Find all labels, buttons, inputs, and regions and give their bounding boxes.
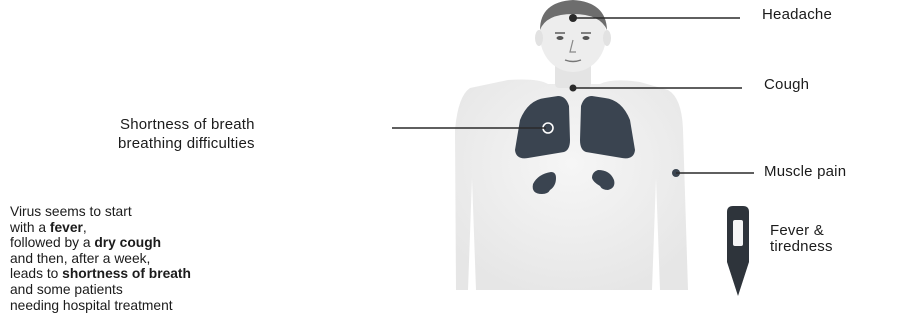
- cough-label: Cough: [764, 76, 809, 93]
- description-line: and then, after a week,: [10, 251, 191, 267]
- breath-label-line1: Shortness of breath: [118, 115, 255, 134]
- description-line: with a fever,: [10, 220, 191, 236]
- description-segment: Virus seems to start: [10, 204, 132, 219]
- fever-label: Fever & tiredness: [770, 223, 833, 255]
- muscle-pain-label: Muscle pain: [764, 163, 846, 180]
- breath-label: Shortness of breath breathing difficulti…: [118, 115, 255, 153]
- description-emphasis: dry cough: [94, 235, 161, 250]
- description-segment: needing hospital treatment: [10, 298, 173, 313]
- description-emphasis: shortness of breath: [62, 266, 191, 281]
- description-line: followed by a dry cough: [10, 235, 191, 251]
- description-segment: with a: [10, 220, 50, 235]
- human-figure: [455, 0, 688, 290]
- torso: [455, 80, 688, 291]
- headache-label: Headache: [762, 6, 832, 23]
- fever-label-line1: Fever &: [770, 223, 833, 239]
- description-segment: and then, after a week,: [10, 251, 150, 266]
- description-line: needing hospital treatment: [10, 298, 191, 314]
- description-line: and some patients: [10, 282, 191, 298]
- thermometer-icon: [727, 206, 749, 296]
- description-segment: and some patients: [10, 282, 123, 297]
- breath-label-line2: breathing difficulties: [118, 134, 255, 153]
- description-segment: followed by a: [10, 235, 94, 250]
- description-line: leads to shortness of breath: [10, 266, 191, 282]
- description-segment: ,: [83, 220, 87, 235]
- description-emphasis: fever: [50, 220, 83, 235]
- fever-label-line2: tiredness: [770, 239, 833, 255]
- description-segment: leads to: [10, 266, 62, 281]
- description-line: Virus seems to start: [10, 204, 191, 220]
